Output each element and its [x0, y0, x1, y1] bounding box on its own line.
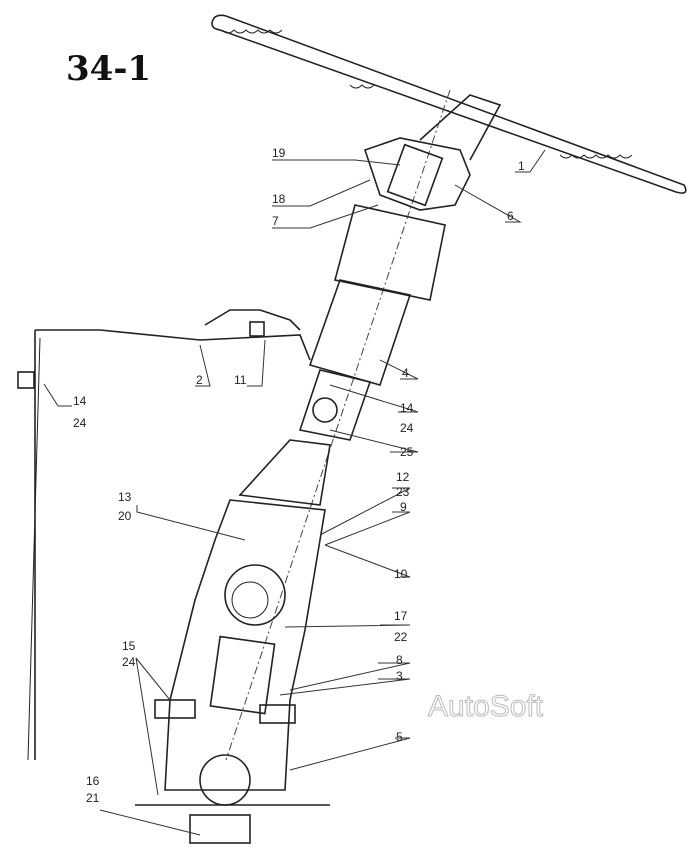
lower-housing [135, 439, 331, 844]
callout-14-right: 14 [400, 401, 414, 415]
callout-5: 5 [396, 730, 403, 744]
watermark: AutoSoft [428, 690, 544, 723]
callout-3: 3 [396, 669, 403, 683]
callout-16: 16 [86, 774, 100, 788]
callout-2: 2 [196, 373, 203, 387]
callout-4: 4 [402, 366, 409, 380]
callout-22: 22 [394, 630, 408, 644]
callout-10: 10 [394, 567, 408, 581]
callout-20: 20 [118, 509, 132, 523]
mounting-bracket [17, 309, 311, 761]
figure-id: 34-1 [66, 49, 151, 89]
callout-19: 19 [272, 146, 286, 160]
callout-13: 13 [118, 490, 132, 504]
callout-9: 9 [400, 500, 407, 514]
callout-14-left: 14 [73, 394, 87, 408]
callout-24-lower: 24 [122, 655, 136, 669]
callout-6: 6 [507, 209, 514, 223]
callout-17: 17 [394, 609, 408, 623]
callout-24-left: 24 [73, 416, 87, 430]
callout-labels: 1 19 18 7 6 4 2 11 14 24 14 24 25 12 23 … [73, 146, 525, 805]
callout-8: 8 [396, 653, 403, 667]
steering-wheel [211, 14, 687, 761]
callout-7: 7 [272, 214, 279, 228]
leader-lines [43, 149, 546, 836]
callout-1: 1 [518, 159, 525, 173]
callout-15: 15 [122, 639, 136, 653]
steering-hub [363, 137, 471, 211]
upper-column [298, 204, 446, 441]
callout-18: 18 [272, 192, 286, 206]
callout-23: 23 [396, 485, 410, 499]
callout-25: 25 [400, 445, 414, 459]
callout-24-right: 24 [400, 421, 414, 435]
callout-21: 21 [86, 791, 100, 805]
callout-12: 12 [396, 470, 410, 484]
callout-11: 11 [234, 373, 247, 387]
